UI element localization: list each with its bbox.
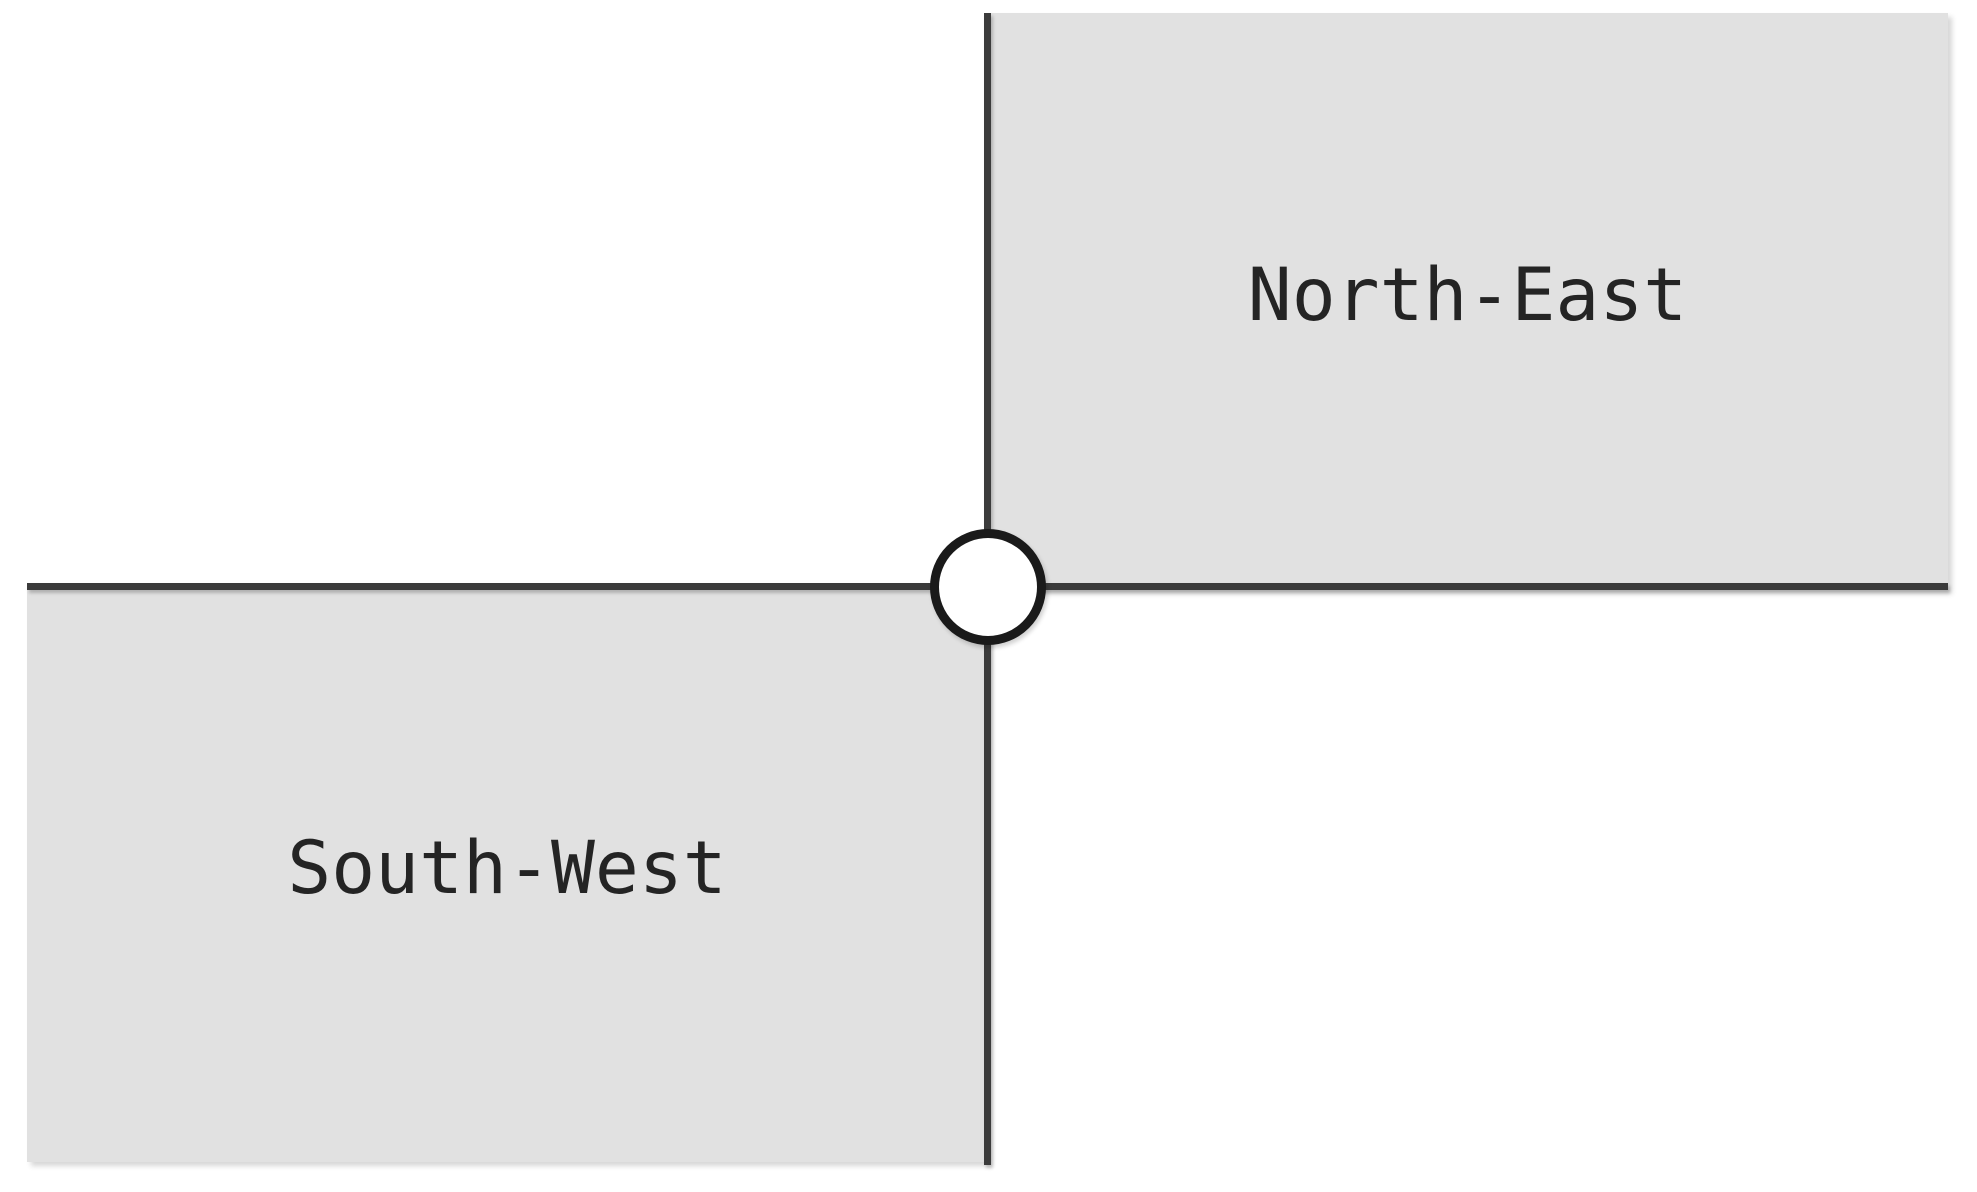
origin-node[interactable]: [930, 529, 1046, 645]
quadrant-south-west[interactable]: South-West: [27, 587, 987, 1162]
quadrant-north-east-label: North-East: [1247, 253, 1688, 338]
quadrant-north-east[interactable]: North-East: [987, 13, 1948, 590]
quadrant-south-west-label: South-West: [287, 826, 727, 911]
